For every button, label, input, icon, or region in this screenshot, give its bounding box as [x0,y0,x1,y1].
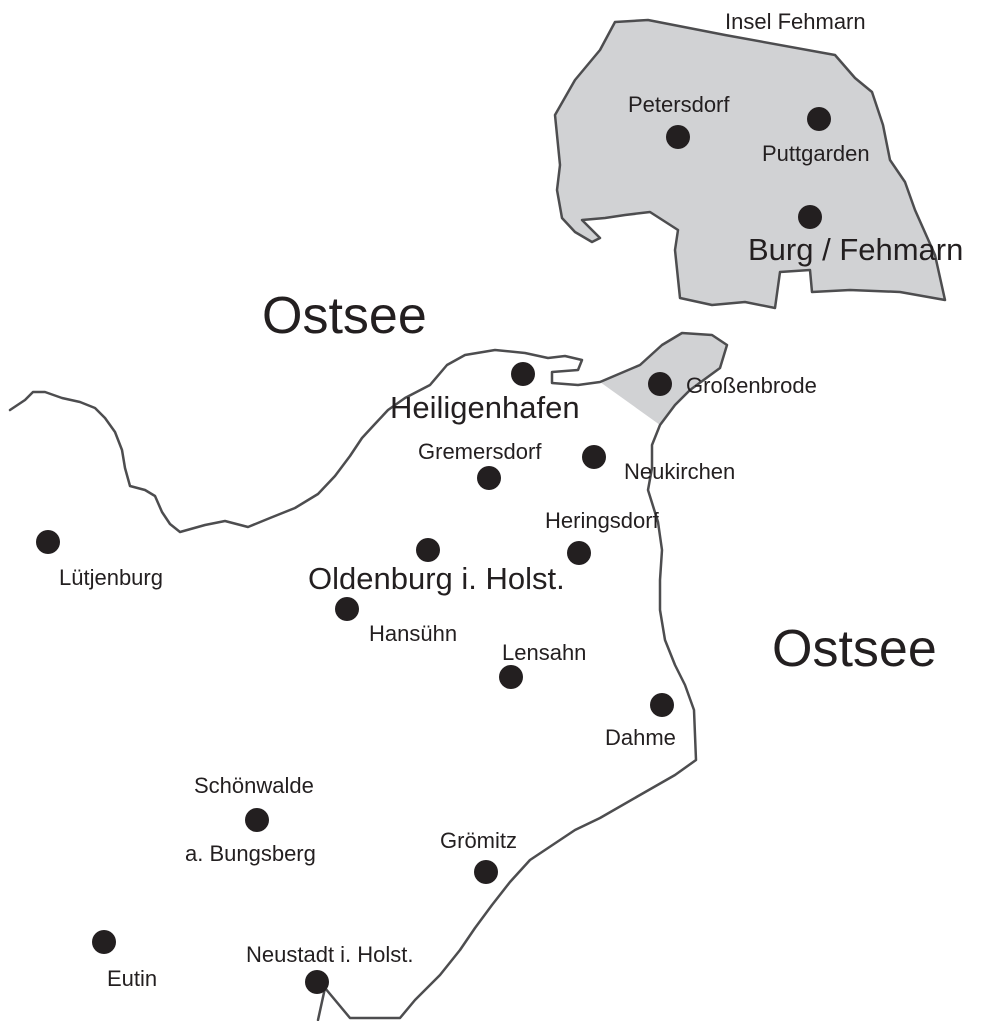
label-hansuehn: Hansühn [369,621,458,646]
label-puttgarden: Puttgarden [762,141,870,166]
label-luetjenburg: Lütjenburg [59,565,163,590]
dot-dahme [650,693,674,717]
dot-luetjenburg [36,530,60,554]
label-grossenbrode: Großenbrode [686,373,817,398]
label-burg-fehmarn: Burg / Fehmarn [748,232,964,267]
label-lensahn: Lensahn [502,640,587,665]
dot-eutin [92,930,116,954]
label-petersdorf: Petersdorf [628,92,730,117]
dot-petersdorf [666,125,690,149]
dot-groemitz [474,860,498,884]
label-schoenwalde-2: a. Bungsberg [185,841,316,866]
dot-lensahn [499,665,523,689]
dot-neustadt [305,970,329,994]
dot-schoenwalde [245,808,269,832]
dot-heringsdorf [567,541,591,565]
label-eutin: Eutin [107,966,158,991]
label-ostsee-east: Ostsee [772,620,937,678]
dot-burg-fehmarn [798,205,822,229]
label-heiligenhafen: Heiligenhafen [390,390,580,425]
label-dahme: Dahme [605,725,676,750]
label-schoenwalde: Schönwalde [194,773,314,798]
dot-gremersdorf [477,466,501,490]
label-neustadt: Neustadt i. Holst. [246,942,414,967]
dot-neukirchen [582,445,606,469]
label-insel-fehmarn: Insel Fehmarn [725,9,866,34]
dot-hansuehn [335,597,359,621]
label-gremersdorf: Gremersdorf [418,439,542,464]
label-groemitz: Grömitz [440,828,517,853]
label-oldenburg: Oldenburg i. Holst. [308,561,565,596]
dot-oldenburg [416,538,440,562]
place-dots [36,107,831,994]
dot-puttgarden [807,107,831,131]
label-ostsee-north: Ostsee [262,287,427,345]
label-neukirchen: Neukirchen [624,459,736,484]
coastline [8,331,729,1021]
dot-heiligenhafen [511,362,535,386]
dot-grossenbrode [648,372,672,396]
label-heringsdorf: Heringsdorf [545,508,659,533]
fehmarn-island [553,18,947,310]
